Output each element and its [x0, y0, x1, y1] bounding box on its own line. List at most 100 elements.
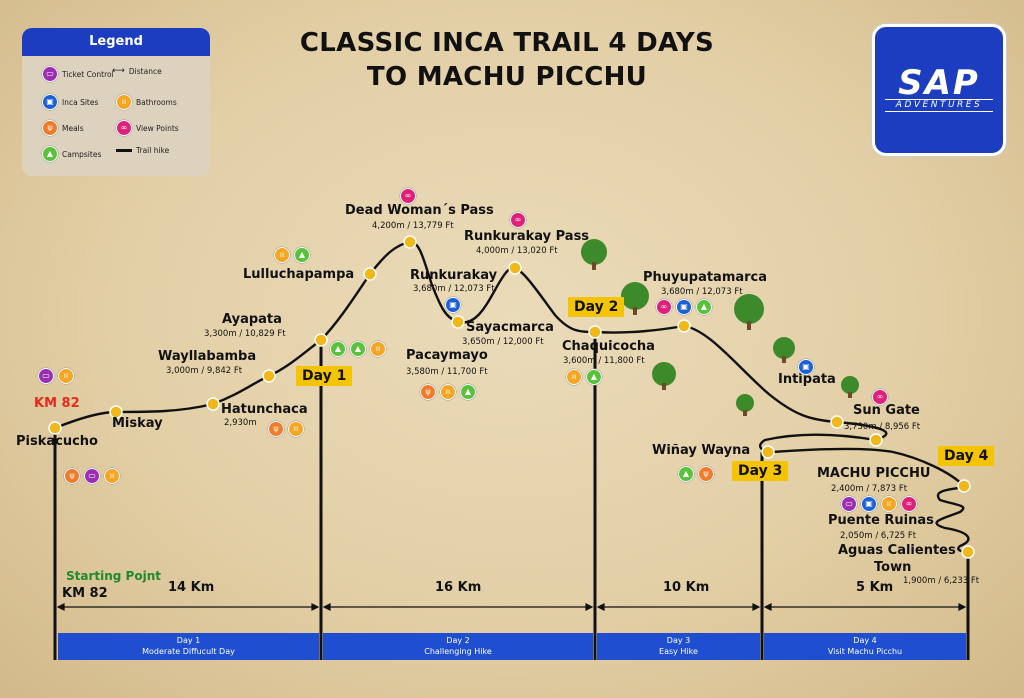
stop-dot-sayacmarca	[451, 315, 465, 329]
map-title: CLASSIC INCA TRAIL 4 DAYS TO MACHU PICCH…	[262, 26, 752, 94]
legend-item-trail: Trail hike	[116, 146, 169, 155]
day-2-label: Day 2	[568, 297, 625, 317]
distance-day-4: 5 Km	[856, 580, 894, 595]
elev-aguas-calientes: 1,900m / 6,233 Ft	[903, 576, 980, 586]
day-3-label: Day 3	[732, 461, 789, 481]
elev-runkurakay: 3,680m / 12,073 Ft	[413, 284, 495, 294]
place-runkurakay: Runkurakay	[410, 268, 498, 283]
tree-icon	[734, 294, 764, 330]
stop-dot-lulluchapampa	[363, 267, 377, 281]
ruins-icon: ▣	[798, 359, 814, 375]
stop-dot-machu-picchu	[869, 433, 883, 447]
legend-heading: Legend	[22, 28, 210, 56]
place-sun-gate: Sun Gate	[853, 403, 920, 418]
tent-icon: ▲	[696, 299, 712, 315]
stop-dot-wayllabamba	[262, 369, 276, 383]
tent-icon: ▲	[42, 146, 58, 162]
tree-icon	[621, 282, 649, 315]
icons-machu-picchu: ▭ ▣ ıı ∞	[841, 496, 917, 512]
stop-dot-puente-ruinas	[957, 479, 971, 493]
stop-dot-piskacucho	[48, 421, 62, 435]
tree-icon	[581, 239, 607, 270]
icons-dead-womans-pass: ∞	[400, 183, 416, 204]
place-intipata: Intipata	[778, 372, 836, 387]
elev-pacaymayo: 3,580m / 11,700 Ft	[406, 367, 488, 377]
tree-icon	[652, 362, 676, 390]
tent-icon: ▲	[350, 341, 366, 357]
place-piskacucho: Piskacucho	[16, 434, 98, 449]
distance-day-2: 16 Km	[435, 580, 482, 595]
meal-icon: ψ	[268, 421, 284, 437]
place-aguas-calientes-town: Town	[874, 560, 912, 575]
place-aguas-calientes: Aguas Calientes	[838, 543, 956, 558]
ruins-icon: ▣	[445, 297, 461, 313]
elev-chaquicocha: 3,600m / 11,800 Ft	[563, 356, 645, 366]
elev-phuyupatamarca: 3,680m / 12,073 Ft	[661, 287, 743, 297]
km82-start-label: KM 82	[62, 586, 108, 601]
segment-day-3: Day 3 Easy Hike	[597, 633, 760, 660]
elev-runkurakay-pass: 4,000m / 13,020 Ft	[476, 246, 558, 256]
sap-adventures-logo: SAP ADVENTURES	[872, 24, 1006, 156]
distance-day-3: 10 Km	[663, 580, 710, 595]
day-4-label: Day 4	[938, 446, 995, 466]
ticket-icon: ▭	[42, 66, 58, 82]
bathroom-icon: ıı	[274, 247, 290, 263]
meal-icon: ψ	[64, 468, 80, 484]
bathroom-icon: ıı	[288, 421, 304, 437]
binoculars-icon: ∞	[901, 496, 917, 512]
tree-icon	[736, 394, 754, 416]
ruins-icon: ▣	[861, 496, 877, 512]
bathroom-icon: ıı	[440, 384, 456, 400]
icons-hatunchaca: ψ ıı	[268, 421, 304, 437]
starting-point-label: Starting Pojnt	[66, 569, 161, 583]
bathroom-icon: ıı	[881, 496, 897, 512]
elev-machu-picchu: 2,400m / 7,873 Ft	[831, 484, 908, 494]
elev-puente-ruinas: 2,050m / 6,725 Ft	[840, 531, 917, 541]
tent-icon: ▲	[586, 369, 602, 385]
icons-phuyupatamarca: ∞ ▣ ▲	[656, 299, 712, 315]
binoculars-icon: ∞	[510, 212, 526, 228]
double-arrow-icon: ⟷	[112, 66, 125, 76]
place-dead-womans-pass: Dead Woman´s Pass	[345, 203, 494, 218]
icons-pacaymayo: ψ ıı ▲	[420, 384, 476, 400]
ruins-icon: ▣	[676, 299, 692, 315]
segment-day-4: Day 4 Visit Machu Picchu	[764, 633, 966, 660]
icons-runkurakay: ▣	[445, 292, 461, 313]
stop-dot-ayapata	[314, 333, 328, 347]
tree-icon	[841, 376, 859, 398]
icons-ayapata: ▲ ▲ ıı	[330, 341, 386, 357]
icons-sun-gate: ∞	[872, 384, 888, 405]
icons-km82: ▭ ıı	[38, 368, 74, 384]
legend-item-meals: ψ Meals	[42, 120, 84, 136]
tent-icon: ▲	[678, 466, 694, 482]
legend-item-distance: ⟷ Distance	[112, 66, 162, 76]
place-miskay: Miskay	[112, 416, 163, 431]
tent-icon: ▲	[294, 247, 310, 263]
place-wayllabamba: Wayllabamba	[158, 349, 257, 364]
legend-item-inca-sites: ▣ Inca Sites	[42, 94, 98, 110]
title-line-1: CLASSIC INCA TRAIL 4 DAYS	[299, 28, 715, 58]
stop-dot-runkurakay-pass	[508, 261, 522, 275]
tree-icon	[773, 337, 795, 363]
icons-chaquicocha: ıı ▲	[566, 369, 602, 385]
elev-sayacmarca: 3,650m / 12,000 Ft	[462, 337, 544, 347]
place-sayacmarca: Sayacmarca	[466, 320, 554, 335]
ruins-icon: ▣	[42, 94, 58, 110]
icons-lulluchapampa: ıı ▲	[274, 247, 310, 263]
ticket-icon: ▭	[841, 496, 857, 512]
meal-icon: ψ	[42, 120, 58, 136]
logo-subtitle: ADVENTURES	[885, 99, 993, 112]
elev-hatunchaca: 2,930m	[224, 418, 257, 428]
legend-item-ticket: ▭ Ticket Control	[42, 66, 114, 82]
title-line-2: TO MACHU PICCHU	[366, 62, 648, 92]
binoculars-icon: ∞	[400, 188, 416, 204]
elev-wayllabamba: 3,000m / 9,842 Ft	[166, 366, 243, 376]
place-chaquicocha: Chaquicocha	[562, 339, 655, 354]
stop-dot-sun-gate	[830, 415, 844, 429]
distance-day-1: 14 Km	[168, 580, 215, 595]
icons-winay-wayna: ▲ ψ	[678, 466, 714, 482]
icons-piskacucho: ψ ▭ ıı	[64, 468, 120, 484]
bathroom-icon: ıı	[370, 341, 386, 357]
stop-dot-phuyupatamarca	[677, 319, 691, 333]
binoculars-icon: ∞	[872, 389, 888, 405]
